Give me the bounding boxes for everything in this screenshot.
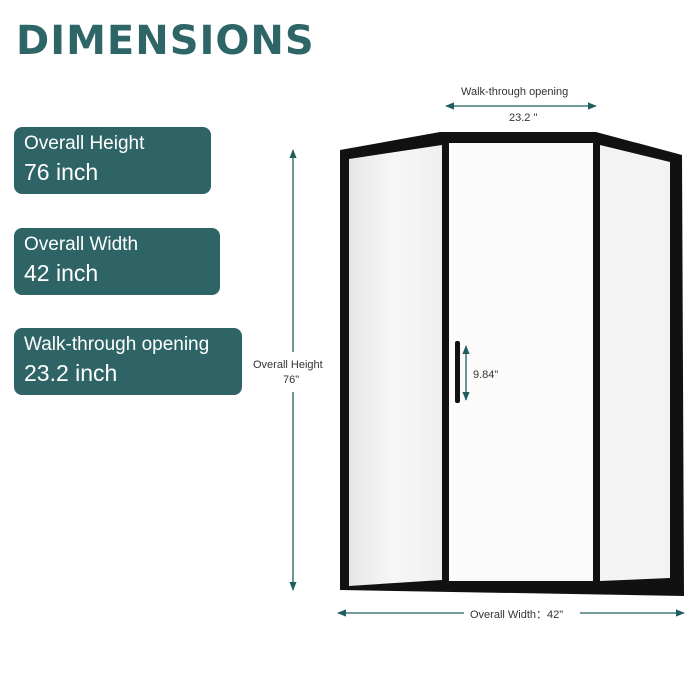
left-glass-panel	[349, 145, 442, 586]
door-glass-panel	[449, 143, 593, 581]
right-glass-panel	[600, 145, 670, 581]
overall-width-card: Overall Width 42 inch	[14, 228, 220, 295]
overall-width-value: 42 inch	[24, 260, 99, 286]
overall-height-card: Overall Height 76 inch	[14, 127, 211, 194]
height-dimension-value: 76"	[283, 374, 300, 386]
page-title: DIMENSIONS	[16, 18, 315, 64]
door-handle	[455, 341, 460, 403]
height-dimension-label: Overall Height	[253, 359, 323, 371]
width-dimension-label: Overall Width：42"	[470, 609, 564, 621]
handle-dimension-value: 9.84"	[473, 369, 499, 381]
walk-through-opening-card: Walk-through opening 23.2 inch	[14, 328, 242, 395]
overall-height-label: Overall Height	[24, 133, 145, 154]
walk-through-dimension-value: 23.2 "	[509, 112, 538, 124]
walk-through-opening-label: Walk-through opening	[24, 334, 210, 355]
overall-height-value: 76 inch	[24, 159, 99, 185]
walk-through-dimension-label: Walk-through opening	[461, 86, 569, 98]
overall-width-label: Overall Width	[24, 234, 139, 255]
walk-through-opening-value: 23.2 inch	[24, 360, 118, 386]
